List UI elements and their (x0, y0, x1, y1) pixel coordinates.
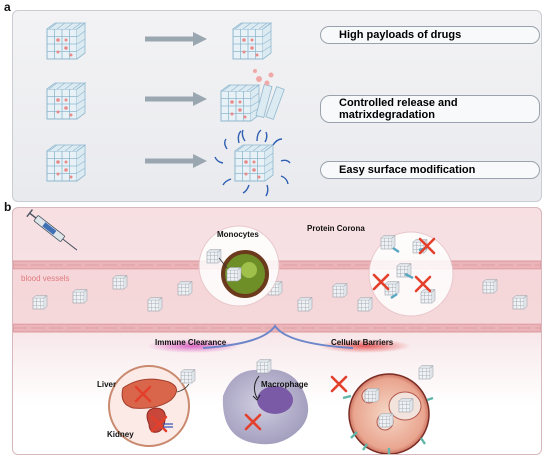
macrophage-label: Macrophage (261, 380, 309, 389)
liver-label: Liver (97, 380, 117, 389)
framework-cube-icon (46, 22, 86, 60)
protein-corona-label: Protein Corona (307, 224, 365, 233)
feature-pill-release: Controlled release and matrixdegradation (320, 95, 540, 123)
monocytes-bubble (198, 225, 280, 307)
feature-pill-surface: Easy surface modification (320, 161, 540, 179)
arrow-right-icon (145, 154, 207, 168)
cellular-barriers-label: Cellular Barriers (331, 338, 394, 347)
surface-modified-framework-icon (214, 129, 291, 197)
feature-label: Controlled release and (339, 97, 458, 109)
panel-b: blood vessels Monocytes Protein Corona I… (12, 207, 542, 455)
macrophage-cell (222, 359, 309, 445)
cell-barrier (330, 365, 434, 454)
panel-b-label: b (4, 200, 12, 214)
feature-label-line2: matrixdegradation (339, 109, 435, 121)
panel-a-drawing (46, 22, 291, 197)
protein-corona-bubble (368, 231, 454, 317)
immune-clearance-label: Immune Clearance (155, 338, 227, 347)
panel-b-drawing (13, 209, 541, 454)
kidney-label: Kidney (107, 430, 134, 439)
arrow-right-icon (145, 92, 207, 106)
feature-label: High payloads of drugs (339, 29, 462, 41)
syringe-icon (26, 209, 78, 251)
feature-label: Easy surface modification (339, 164, 476, 176)
immune-glow (147, 339, 239, 353)
framework-cube-icon (46, 144, 86, 182)
panel-a: High payloads of drugs Controlled releas… (12, 10, 542, 202)
panel-a-label: a (4, 0, 11, 14)
framework-cube-icon (46, 82, 86, 120)
degrading-framework-icon (220, 69, 285, 122)
monocytes-label: Monocytes (217, 230, 259, 239)
loaded-framework-cube-icon (232, 22, 272, 60)
arrow-right-icon (145, 32, 207, 46)
feature-pill-payload: High payloads of drugs (320, 26, 540, 44)
diverging-arrow (202, 324, 354, 349)
barrier-glow (319, 339, 411, 353)
blood-vessels-label: blood vessels (21, 274, 70, 283)
organs-bubble (108, 365, 190, 447)
